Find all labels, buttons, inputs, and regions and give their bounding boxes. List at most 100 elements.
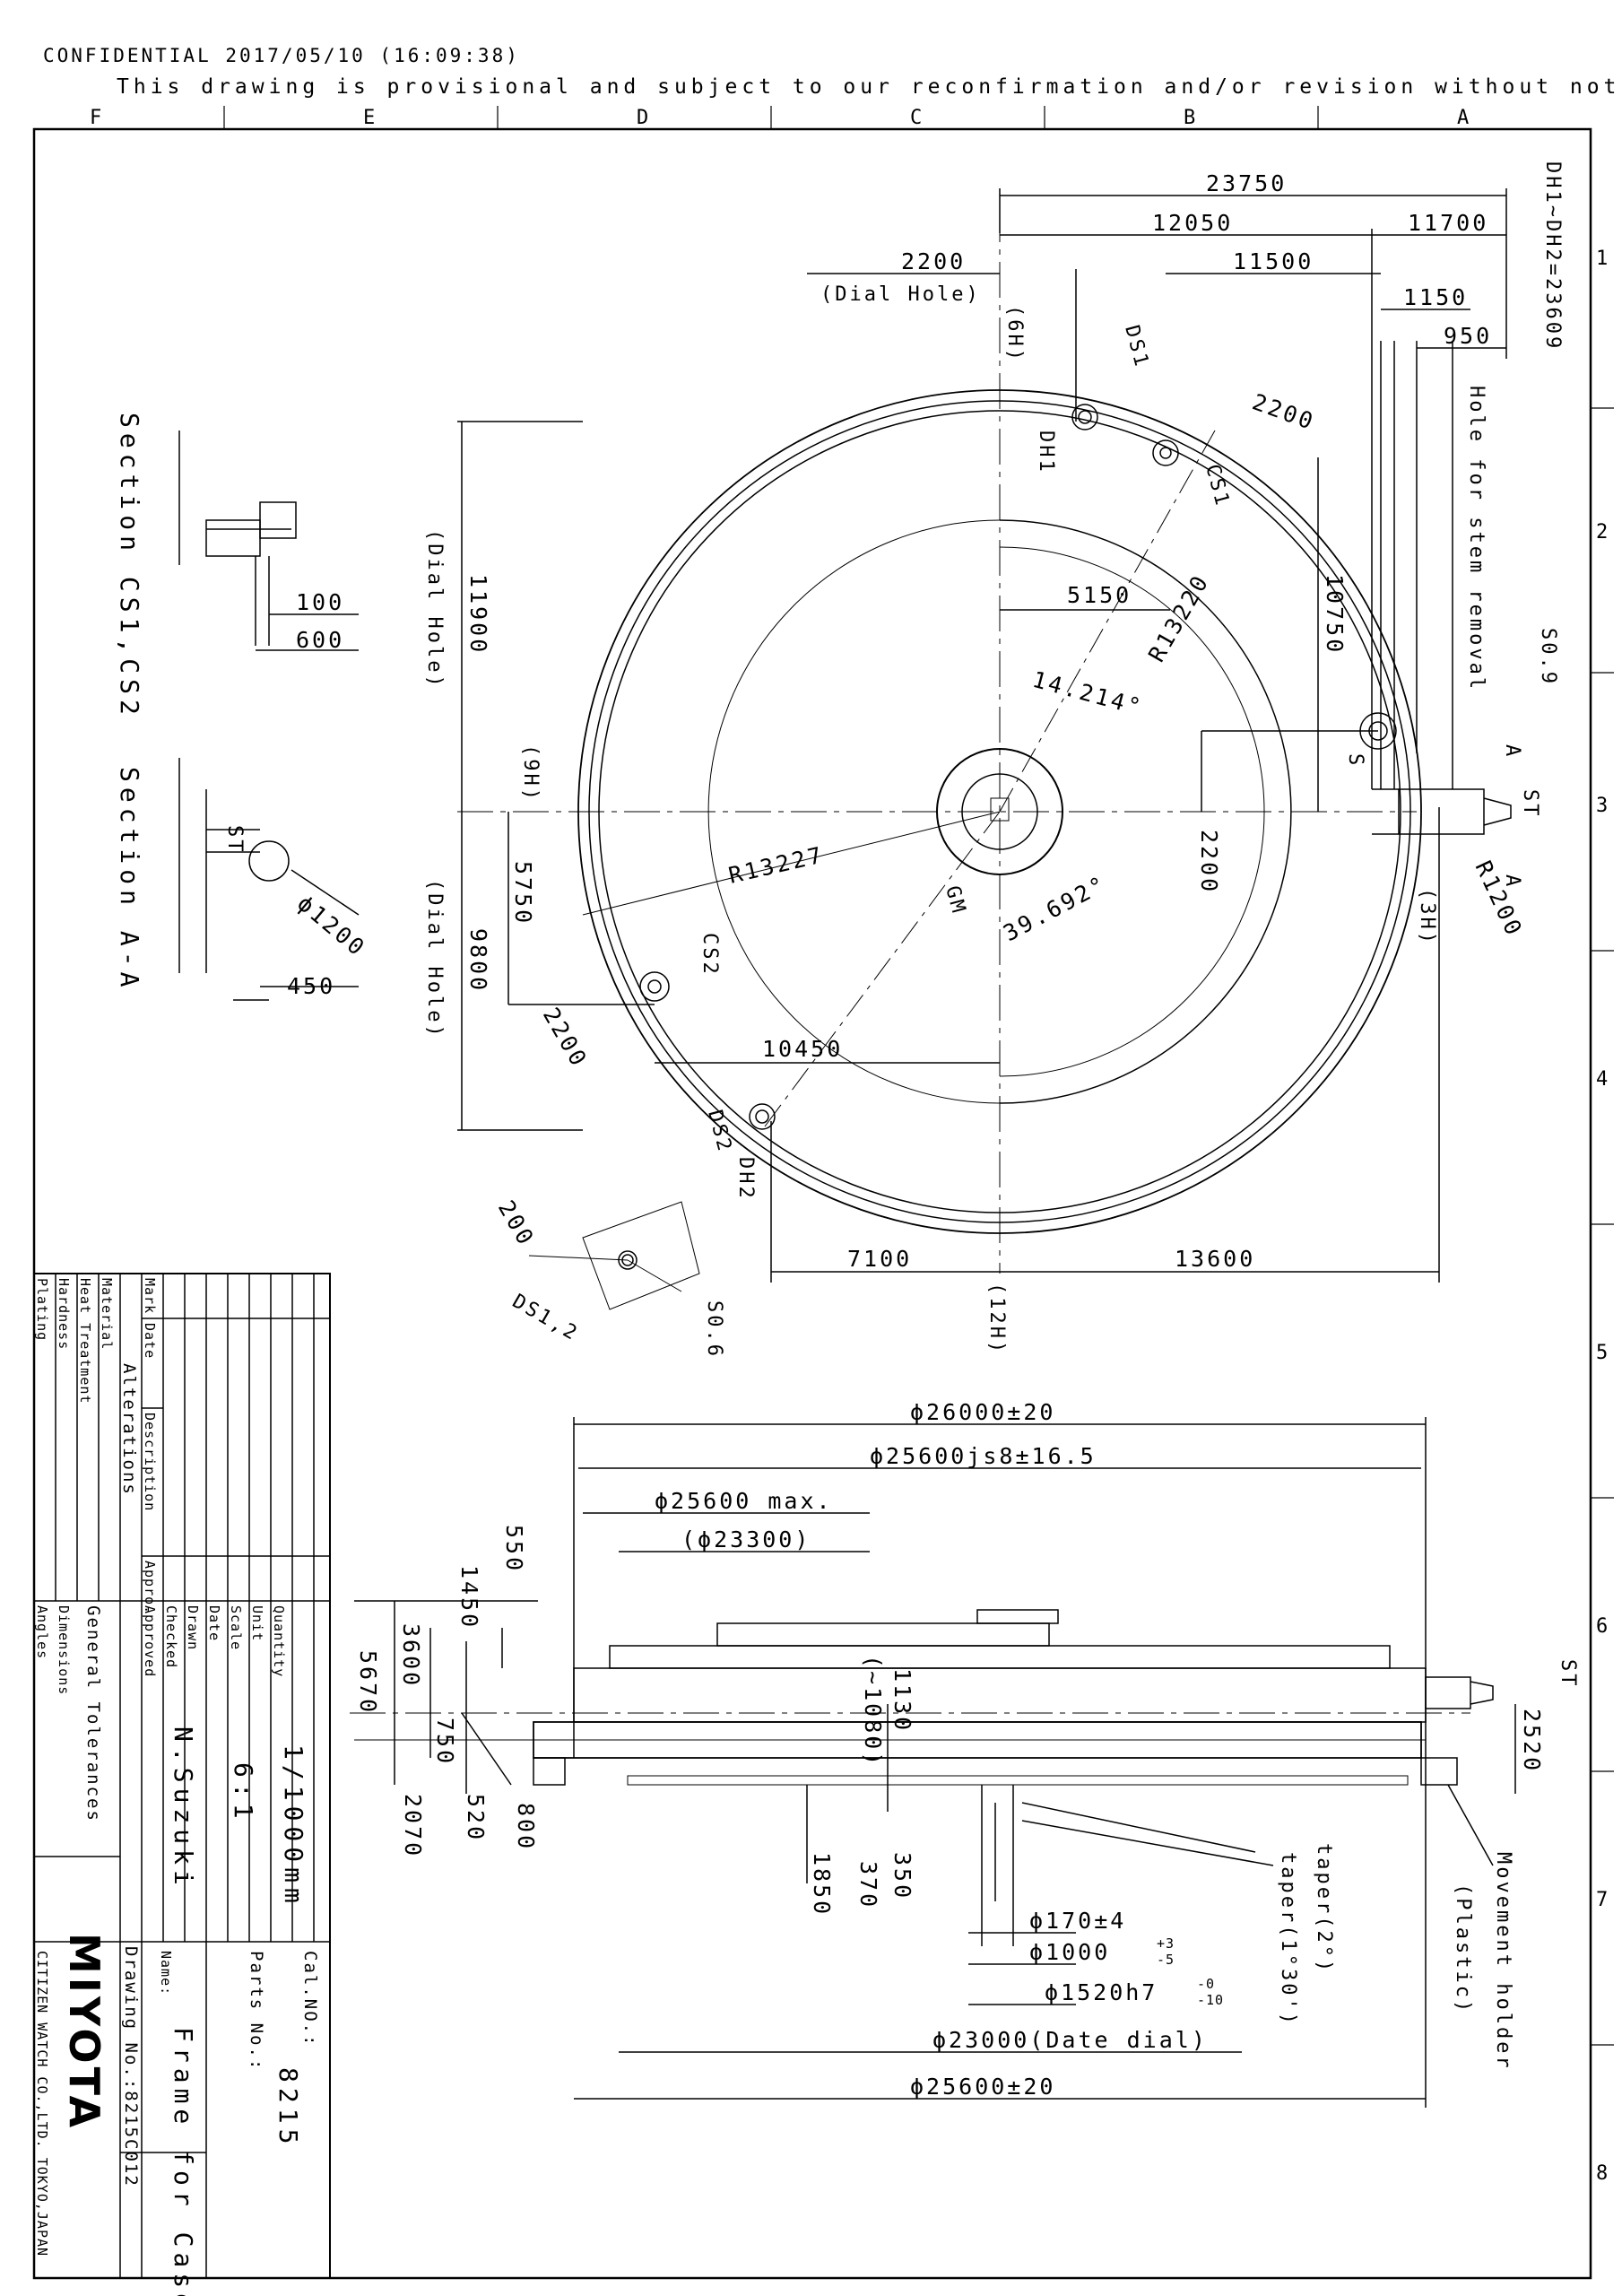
drawing-frame <box>32 127 1592 2280</box>
zone-col-c: C <box>910 107 922 129</box>
tb-name-val: Frame for Case <box>169 2027 198 2296</box>
section-aa-st: ST <box>223 825 246 855</box>
dim-2200-dial: 2200 <box>901 248 966 274</box>
tb-drawn: Drawn <box>185 1605 201 1650</box>
dim-10750: 10750 <box>1322 574 1348 655</box>
top-view-labels: 23750 12050 11700 11500 1150 950 2200 (D… <box>423 161 1564 1359</box>
dial-hole-left-upper: (Dial Hole) <box>423 529 446 690</box>
side-1000-tol-up: +3 <box>1157 1935 1175 1952</box>
radius-13220: R13220 <box>1143 570 1214 666</box>
hour-3: (3H) <box>1416 888 1438 946</box>
side-750: 750 <box>432 1718 458 1766</box>
dim-10450: 10450 <box>762 1036 843 1062</box>
label-gm: GM <box>941 883 970 918</box>
miyota-logo: MIYOTA <box>60 1933 108 2131</box>
dim-11500: 11500 <box>1233 248 1314 274</box>
zone-row-3: 3 <box>1596 795 1608 817</box>
zone-col-e: E <box>363 107 375 129</box>
title-block <box>33 1273 331 2279</box>
dim-5150: 5150 <box>1067 582 1132 608</box>
tb-appro: Appro. <box>142 1561 158 1614</box>
s09-note: S0.9 <box>1537 628 1559 686</box>
dim-23750: 23750 <box>1206 170 1287 196</box>
zone-row-7: 7 <box>1596 1889 1608 1911</box>
section-aa-450: 450 <box>287 973 335 999</box>
label-st: ST <box>1519 789 1541 819</box>
label-cs1: CS1 <box>1201 462 1234 510</box>
side-25600js: ϕ25600js8±16.5 <box>870 1443 1097 1469</box>
side-st: ST <box>1557 1659 1579 1689</box>
radius-1200: R1200 <box>1470 857 1528 941</box>
label-a-top: A <box>1501 744 1523 759</box>
tb-scale: Scale <box>228 1605 244 1650</box>
zone-col-b: B <box>1184 107 1195 129</box>
dim-7100: 7100 <box>847 1246 912 1272</box>
tb-material: Material <box>99 1278 115 1350</box>
hour-12: (12H) <box>985 1283 1008 1355</box>
dim-2200-cs2: 2200 <box>538 1004 593 1073</box>
label-dh2: DH2 <box>734 1157 757 1201</box>
tb-date: Date <box>142 1323 158 1359</box>
side-800: 800 <box>513 1803 539 1851</box>
dim-5750: 5750 <box>510 861 536 926</box>
tb-scale-val: 6:1 <box>229 1762 258 1824</box>
dim-2200-cs1: 2200 <box>1249 388 1319 435</box>
tb-alterations: Alterations <box>119 1363 139 1496</box>
tb-plating: Plating <box>34 1278 50 1341</box>
side-1130: 1130 <box>889 1668 915 1733</box>
side-23300: (ϕ23300) <box>681 1526 811 1552</box>
tb-hardness: Hardness <box>56 1278 72 1350</box>
dim-950: 950 <box>1444 323 1492 349</box>
provisional-notice: This drawing is provisional and subject … <box>117 75 1622 99</box>
side-370: 370 <box>855 1861 881 1909</box>
hour-6: (6H) <box>1003 305 1026 363</box>
tb-name-label: Name: <box>158 1951 174 1996</box>
hour-9: (9H) <box>519 744 542 803</box>
dial-hole-left-lower: (Dial Hole) <box>423 879 446 1039</box>
taper-130: taper(1°30') <box>1277 1852 1299 2027</box>
dim-2200-mid: 2200 <box>1196 830 1222 894</box>
label-a-bottom: A <box>1501 874 1523 889</box>
tb-drawn-by: N.Suzuki <box>169 1726 198 1891</box>
side-2070: 2070 <box>400 1794 426 1858</box>
section-aa-title: Section A-A <box>115 767 144 992</box>
dim-11700: 11700 <box>1408 210 1488 236</box>
side-25600max: ϕ25600 max. <box>655 1488 833 1514</box>
tb-angles: Angles <box>34 1605 50 1659</box>
tb-general: General Tolerances <box>83 1605 103 1822</box>
tb-checked: Checked <box>163 1605 179 1668</box>
ds-detail <box>528 1201 700 1310</box>
tb-parts-no: Parts No.: <box>247 1951 266 2071</box>
section-cs-100: 100 <box>296 589 344 615</box>
tb-date2: Date <box>206 1605 222 1641</box>
side-1850: 1850 <box>809 1852 835 1917</box>
tb-description: Description <box>142 1413 158 1511</box>
label-cs2: CS2 <box>698 933 721 977</box>
tb-heat: Heat Treatment <box>77 1278 93 1404</box>
dim-13600: 13600 <box>1175 1246 1255 1272</box>
section-cs-title: Section CS1,CS2 <box>115 413 144 720</box>
tb-company: CITIZEN WATCH CO.,LTD. TOKYO,JAPAN <box>34 1951 50 2257</box>
side-350: 350 <box>889 1852 915 1900</box>
tb-unit-val: 1/1000mm <box>279 1744 308 1909</box>
dim-200: 200 <box>493 1196 540 1251</box>
zone-row-2: 2 <box>1596 521 1608 544</box>
dim-11900: 11900 <box>465 574 491 655</box>
label-dh1: DH1 <box>1035 430 1057 474</box>
zone-col-d: D <box>637 107 648 129</box>
side-view <box>350 1417 1516 2108</box>
top-view <box>457 188 1512 1283</box>
s06-note: S0.6 <box>703 1300 725 1359</box>
zone-row-5: 5 <box>1596 1342 1608 1364</box>
side-550: 550 <box>501 1525 527 1573</box>
dim-12050: 12050 <box>1152 210 1233 236</box>
zone-col-a: A <box>1457 107 1469 129</box>
movement-holder: Movement holder <box>1492 1852 1514 2071</box>
zone-col-f: F <box>90 107 101 129</box>
section-aa <box>178 758 360 1001</box>
zone-row-8: 8 <box>1596 2162 1608 2185</box>
side-1520-tol-dn: -10 <box>1197 1992 1224 2008</box>
section-cs <box>178 430 359 651</box>
side-3600: 3600 <box>398 1623 424 1688</box>
